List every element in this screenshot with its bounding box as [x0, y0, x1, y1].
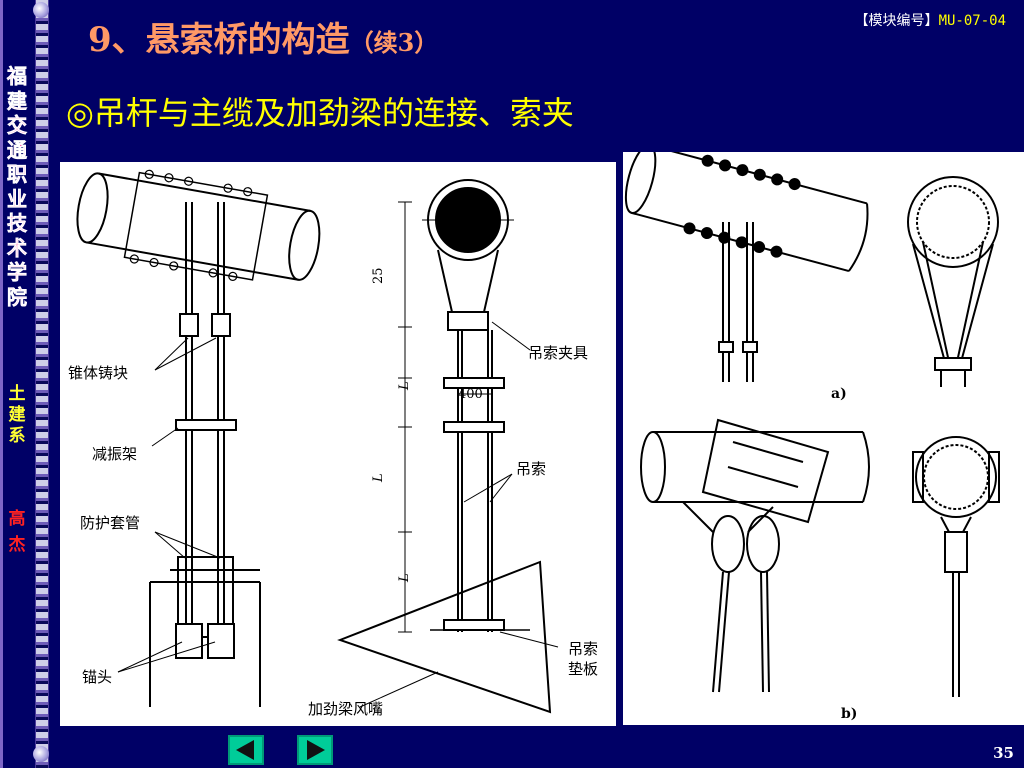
hanger-connection-figure: 锥体铸块 减振架 防护套管 锚头 吊索夹具 吊索 吊索 垫板 加劲梁风嘴 400… — [60, 162, 616, 726]
dim-25: 25 — [371, 267, 386, 284]
clamp-a-cable — [624, 152, 869, 273]
label-cone-casting: 锥体铸块 — [68, 364, 128, 382]
label-pad-line2: 垫板 — [568, 660, 598, 678]
school-name-vertical: 福建交通职业技术学院 — [7, 64, 28, 309]
slide-title-main: 9、悬索桥的构造 — [88, 20, 350, 60]
dim-L-2: L — [371, 473, 386, 483]
clamp-b-cable — [640, 418, 870, 524]
page-number: 35 — [993, 744, 1014, 762]
sidebar-chain-decoration — [35, 0, 49, 768]
slide-title-suffix: （续3） — [349, 28, 439, 57]
label-sleeve: 防护套管 — [80, 514, 140, 532]
dim-L-3: L — [397, 573, 412, 583]
previous-slide-button[interactable] — [228, 735, 264, 765]
label-cable: 吊索 — [516, 460, 546, 478]
triangle-right-icon — [307, 740, 325, 760]
sidebar-knob-top — [33, 2, 49, 18]
module-id: 【模块编号】MU-07-04 — [855, 10, 1006, 30]
label-damper: 减振架 — [92, 445, 137, 463]
module-code: MU-07-04 — [938, 13, 1006, 29]
cable-clamp-figure: a) b) — [623, 152, 1024, 725]
next-slide-button[interactable] — [297, 735, 333, 765]
label-clamp: 吊索夹具 — [528, 344, 588, 362]
label-a: a) — [831, 386, 847, 402]
department-name-vertical: 土建系 — [8, 384, 26, 446]
label-b: b) — [841, 706, 857, 722]
triangle-left-icon — [236, 740, 254, 760]
author-name-vertical: 高杰 — [8, 509, 26, 555]
dim-L-1: L — [397, 381, 412, 391]
sidebar-knob-bottom — [33, 746, 49, 762]
main-cable-cylinder — [76, 169, 321, 281]
sidebar: 福建交通职业技术学院 土建系 高杰 — [0, 0, 52, 768]
sidebar-line-left — [0, 0, 3, 768]
slide-title: 9、悬索桥的构造（续3） — [88, 12, 438, 61]
label-girder-nozzle: 加劲梁风嘴 — [308, 700, 383, 718]
cable-clamp-drawing: a) b) — [624, 152, 1000, 722]
hanger-connection-drawing: 锥体铸块 减振架 防护套管 锚头 吊索夹具 吊索 吊索 垫板 加劲梁风嘴 400… — [68, 169, 598, 718]
label-pad-line1: 吊索 — [568, 640, 598, 658]
label-anchor-head: 锚头 — [82, 668, 112, 686]
slide-subtitle: ◎吊杆与主缆及加劲梁的连接、索夹 — [66, 94, 574, 132]
module-label: 【模块编号】 — [854, 13, 939, 29]
dim-spacing: 400 — [458, 387, 483, 402]
